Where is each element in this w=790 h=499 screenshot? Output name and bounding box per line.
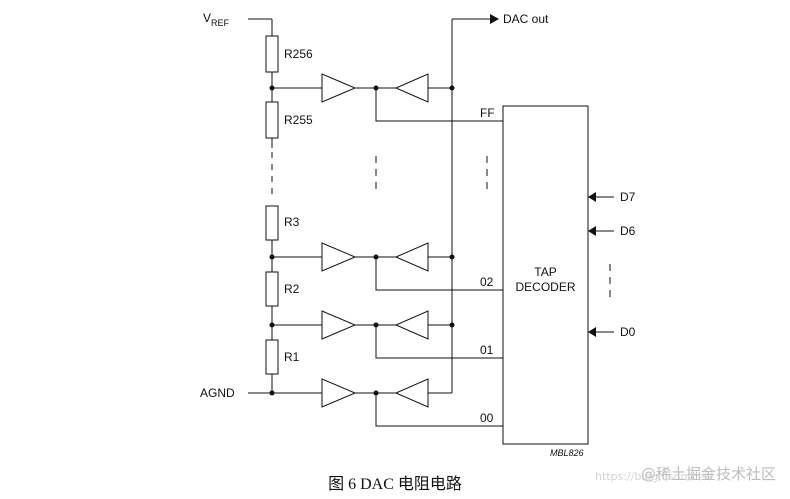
junction-dot <box>449 322 455 328</box>
junction-dot <box>269 85 275 91</box>
buffer-left-02 <box>394 242 429 272</box>
input-arrow-d7-icon <box>588 192 596 202</box>
watermark-url: https://blog.csdn.net/ <box>595 470 713 483</box>
resistor-label-r255: R255 <box>284 113 313 127</box>
resistor-r256 <box>265 35 279 73</box>
enable-line-ff <box>375 88 503 122</box>
resistor-label-r2: R2 <box>284 282 300 296</box>
watermark: @稀土掘金技术社区 <box>640 465 776 483</box>
junction-dot <box>373 85 379 91</box>
enable-line-00 <box>375 393 503 427</box>
resistor-label-r256: R256 <box>284 47 313 61</box>
junction-dot <box>373 254 379 260</box>
figure-caption: 图 6 DAC 电阻电路 <box>328 476 462 493</box>
junction-dot <box>269 390 275 396</box>
tap-label-00: 00 <box>480 411 494 425</box>
junction-dot <box>449 85 455 91</box>
tap-label-01: 01 <box>480 343 494 357</box>
dac-out-arrow-icon <box>490 14 499 24</box>
part-code-label: MBL826 <box>550 448 584 458</box>
dac-out-label: DAC out <box>503 12 549 26</box>
resistor-r2 <box>265 271 279 307</box>
buffer-left-01 <box>394 310 429 340</box>
input-arrow-d0-icon <box>588 327 596 337</box>
resistor-label-r1: R1 <box>284 350 300 364</box>
enable-line-01 <box>375 325 503 359</box>
input-label-d6: D6 <box>620 224 636 238</box>
enable-line-02 <box>375 257 503 291</box>
resistor-label-r3: R3 <box>284 215 300 229</box>
agnd-label: AGND <box>200 386 235 400</box>
decoder-label-line2: DECODER <box>515 280 575 294</box>
tap-label-02: 02 <box>480 275 494 289</box>
resistor-r1 <box>265 339 279 375</box>
resistor-r255 <box>265 101 279 139</box>
buffer-left-00 <box>394 378 429 408</box>
buffer-right-01 <box>321 310 357 340</box>
tap-label-ff: FF <box>480 106 495 120</box>
input-arrow-d6-icon <box>588 226 596 236</box>
buffer-right-ff <box>321 73 357 103</box>
input-label-d7: D7 <box>620 190 636 204</box>
resistor-r3 <box>265 205 279 241</box>
input-label-d0: D0 <box>620 325 636 339</box>
buffer-left-ff <box>394 73 429 103</box>
junction-dot <box>269 254 275 260</box>
buffer-right-02 <box>321 242 357 272</box>
buffer-right-00 <box>321 378 357 408</box>
junction-dot <box>373 322 379 328</box>
tap-decoder-box <box>502 105 589 445</box>
junction-dot <box>449 254 455 260</box>
junction-dot <box>373 390 379 396</box>
decoder-label-line1: TAP <box>534 265 556 279</box>
junction-dot <box>269 322 275 328</box>
vref-label: VREF <box>203 11 230 28</box>
